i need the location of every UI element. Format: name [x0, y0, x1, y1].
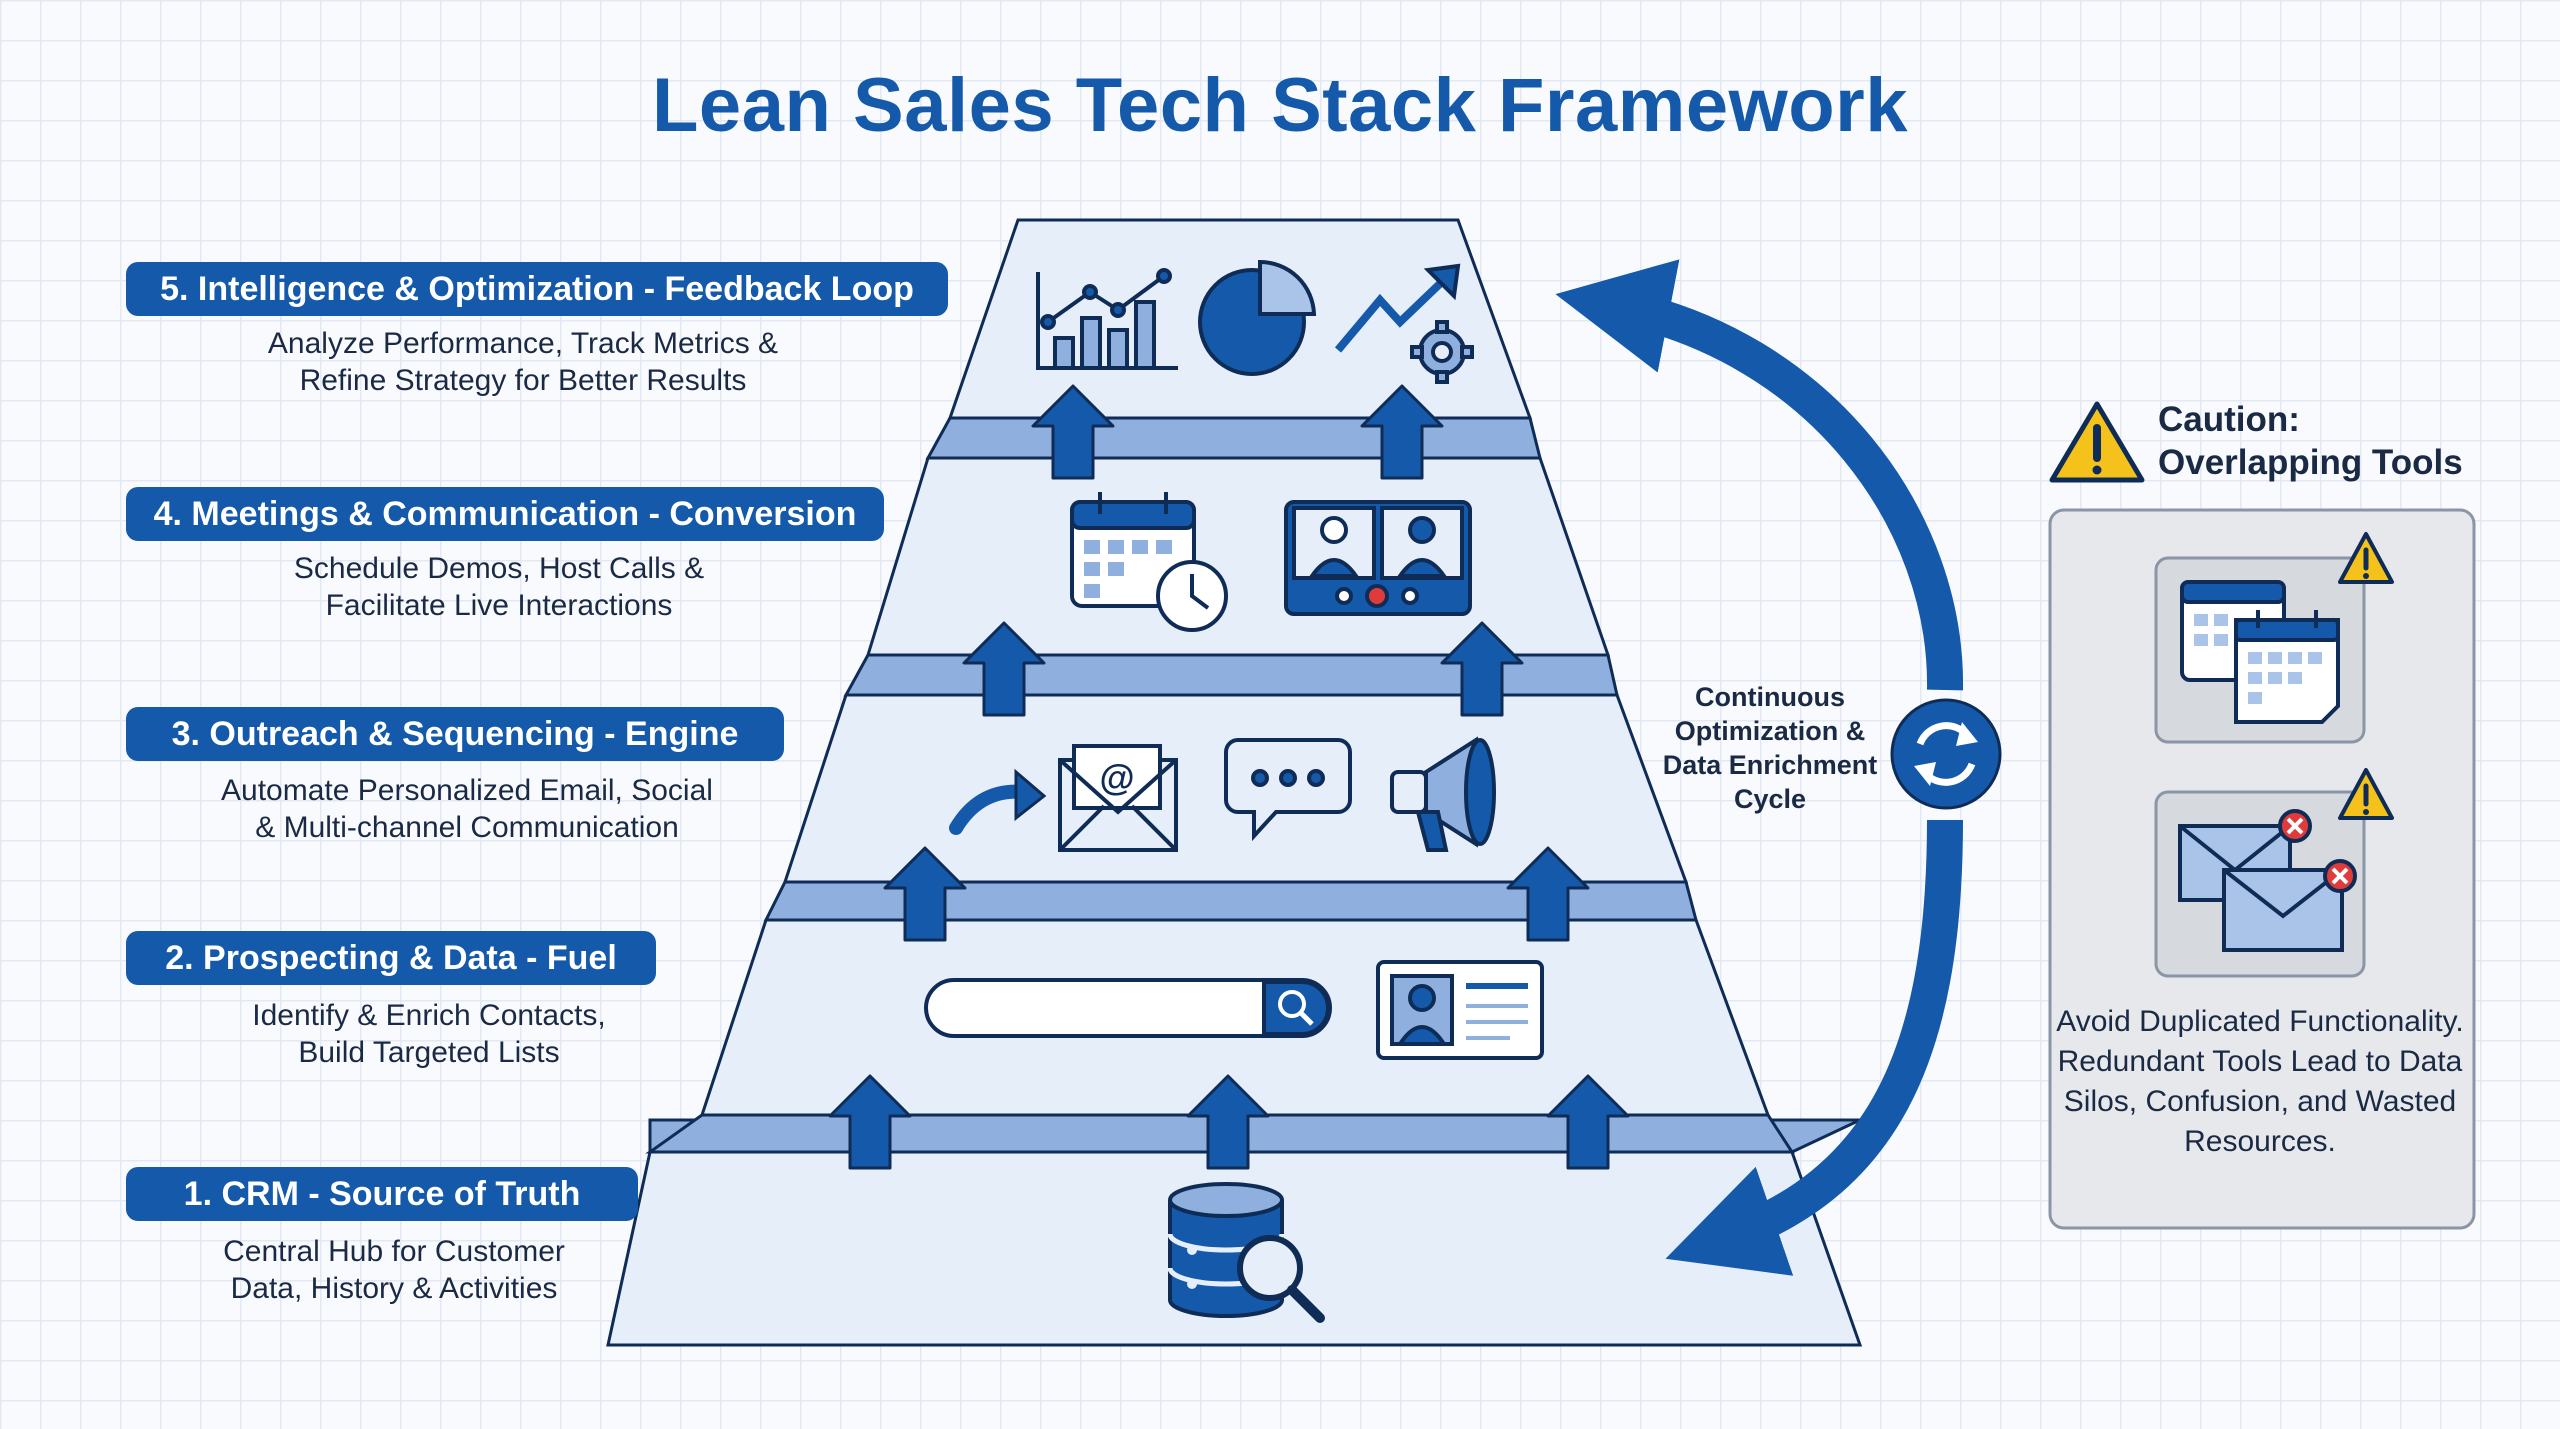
up-arrow-icon	[883, 846, 967, 942]
caution-title-line: Caution:	[2158, 400, 2300, 439]
cycle-label-line: Data Enrichment	[1662, 750, 1878, 780]
database-search-icon	[1167, 1182, 1325, 1323]
contact-card-icon	[1376, 960, 1544, 1060]
warning-icon	[2338, 768, 2394, 820]
send-arrow-icon	[949, 768, 1047, 835]
up-arrow-icon	[1360, 384, 1444, 480]
refresh-icon	[1890, 698, 2002, 810]
up-arrow-icon	[962, 621, 1046, 717]
trend-up-gear-icon	[1334, 263, 1474, 384]
tier-description-line: & Multi-channel Communication	[255, 811, 679, 844]
tier-description-line: Facilitate Live Interactions	[325, 589, 673, 622]
page-title: Lean Sales Tech Stack Framework	[652, 63, 1908, 148]
tier-description-line: Automate Personalized Email, Social	[221, 774, 713, 807]
tier-description-line: Analyze Performance, Track Metrics &	[267, 327, 779, 360]
calendar-clock-icon	[1070, 492, 1228, 632]
up-arrow-icon	[1186, 1074, 1270, 1170]
tier-description-line: Build Targeted Lists	[298, 1036, 560, 1069]
chat-bubble-icon	[1224, 738, 1352, 842]
tier-description-line: Schedule Demos, Host Calls &	[293, 552, 705, 585]
warning-icon	[2338, 532, 2394, 584]
tier-label-4: 4. Meetings & Communication - Conversion	[126, 487, 884, 541]
megaphone-icon	[1390, 736, 1496, 852]
duplicate-calendar-icon	[2180, 580, 2340, 724]
cycle-arrow	[1555, 259, 1964, 1276]
tier-description-1: Central Hub for Customer Data, History &…	[126, 1233, 662, 1307]
cycle-label: Continuous Optimization & Data Enrichmen…	[1640, 680, 1900, 816]
tier-label-1: 1. CRM - Source of Truth	[126, 1167, 638, 1221]
caution-title-line: Overlapping Tools	[2158, 443, 2463, 482]
cycle-label-line: Optimization &	[1674, 716, 1866, 746]
up-arrow-icon	[828, 1074, 912, 1170]
tier-description-4: Schedule Demos, Host Calls & Facilitate …	[126, 550, 872, 624]
tier-description-line: Refine Strategy for Better Results	[299, 364, 747, 397]
svg-text:@: @	[1099, 757, 1134, 798]
tier-description-line: Identify & Enrich Contacts,	[252, 999, 606, 1032]
tier-description-3: Automate Personalized Email, Social & Mu…	[126, 772, 808, 846]
duplicate-email-icon	[2178, 809, 2357, 952]
tier-description-5: Analyze Performance, Track Metrics & Ref…	[126, 325, 920, 399]
up-arrow-icon	[1031, 384, 1115, 480]
tier-label-3: 3. Outreach & Sequencing - Engine	[126, 707, 784, 761]
up-arrow-icon	[1506, 846, 1590, 942]
cycle-label-line: Continuous	[1695, 682, 1845, 712]
warning-icon	[2049, 401, 2145, 483]
up-arrow-icon	[1546, 1074, 1630, 1170]
search-bar-icon	[924, 978, 1332, 1038]
tier-label-5: 5. Intelligence & Optimization - Feedbac…	[126, 262, 948, 316]
video-call-icon	[1284, 500, 1472, 616]
email-at-icon: @	[1058, 744, 1178, 852]
tier-label-2: 2. Prospecting & Data - Fuel	[126, 931, 656, 985]
pie-chart-icon	[1198, 259, 1317, 376]
up-arrow-icon	[1440, 621, 1524, 717]
tier-description-line: Data, History & Activities	[230, 1272, 558, 1305]
tier-description-line: Central Hub for Customer	[223, 1235, 565, 1268]
cycle-label-line: Cycle	[1733, 784, 1807, 814]
caution-title: Caution: Overlapping Tools	[2158, 398, 2463, 484]
caution-text: Avoid Duplicated Functionality. Redundan…	[2056, 1005, 2464, 1158]
bar-chart-icon	[1036, 268, 1178, 370]
tier-description-2: Identify & Enrich Contacts, Build Target…	[126, 997, 732, 1071]
